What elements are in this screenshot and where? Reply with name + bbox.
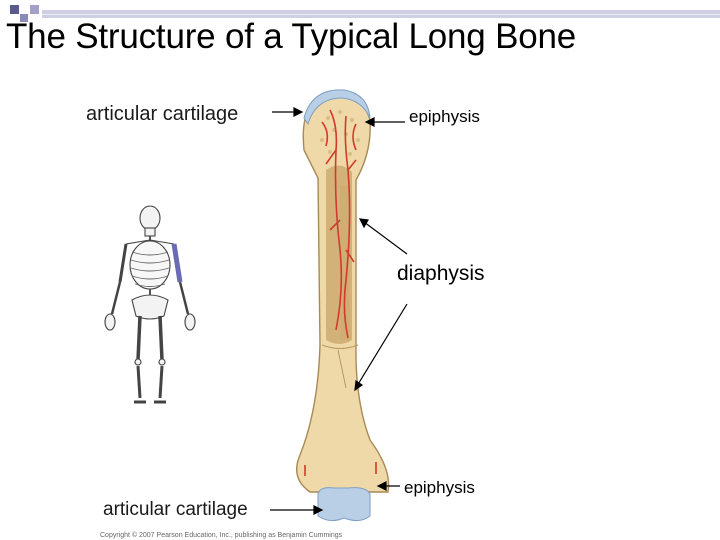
label-articular-cartilage-bottom: articular cartilage xyxy=(103,499,248,520)
spongy-bone xyxy=(320,110,360,156)
medullary-cavity xyxy=(326,165,352,344)
humerus-bone xyxy=(296,89,390,522)
deco-square-1 xyxy=(10,5,19,14)
copyright-notice: Copyright © 2007 Pearson Education, Inc.… xyxy=(100,532,343,539)
leader-lines xyxy=(270,107,408,515)
leader-dia-up xyxy=(363,221,408,255)
deco-square-2 xyxy=(20,14,28,22)
blood-vessels xyxy=(304,109,377,476)
deco-square-3 xyxy=(30,5,39,14)
title-decoration-bar xyxy=(0,0,720,30)
articular-cartilage-bottom-shape xyxy=(317,487,371,522)
label-articular-cartilage-top: articular cartilage xyxy=(86,103,239,125)
articular-cartilage-top-shape xyxy=(303,89,371,126)
skeleton-figure xyxy=(104,205,196,404)
leader-dia-down xyxy=(356,303,408,387)
label-epiphysis-bottom: epiphysis xyxy=(404,478,475,497)
label-epiphysis-top: epiphysis xyxy=(409,107,480,126)
label-diaphysis: diaphysis xyxy=(397,262,485,285)
slide-title: The Structure of a Typical Long Bone xyxy=(6,17,577,56)
